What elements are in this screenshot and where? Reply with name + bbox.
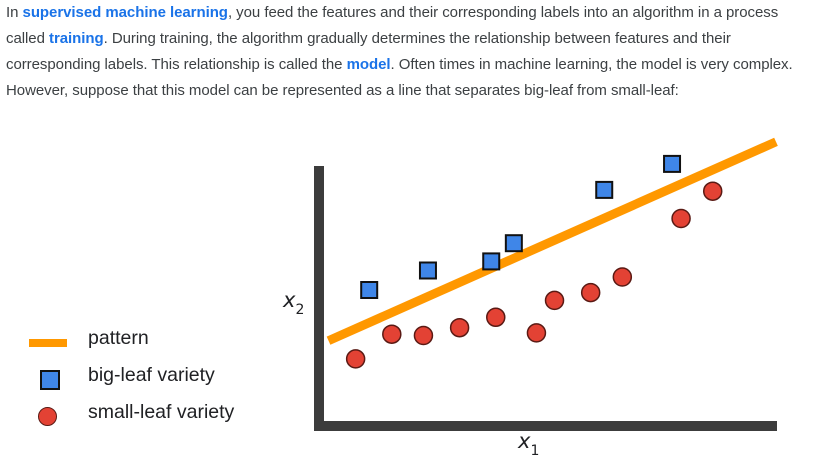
small-leaf-point-5: [486, 307, 506, 328]
red-circle-icon: [38, 407, 57, 426]
small-leaf-point-1: [345, 349, 366, 369]
chart-axes: [314, 166, 777, 431]
small-leaf-point-11: [702, 181, 723, 201]
small-leaf-point-6: [526, 323, 547, 343]
big-leaf-point-3: [482, 252, 501, 271]
y-axis-var: x: [282, 288, 296, 312]
legend-item-big-leaf: big-leaf variety: [26, 362, 306, 390]
pattern-line: [326, 137, 778, 345]
legend-item-pattern: pattern: [26, 325, 306, 353]
legend-label-small-leaf: small-leaf variety: [88, 401, 235, 423]
big-leaf-point-5: [595, 180, 614, 199]
small-leaf-point-10: [671, 208, 691, 229]
big-leaf-point-1: [360, 281, 379, 299]
small-leaf-point-9: [612, 267, 633, 287]
para-text-2: , you feed the features and their corres…: [6, 4, 779, 47]
chart-marks: [326, 137, 778, 369]
para-text-1: In: [6, 4, 23, 21]
legend-item-small-leaf: small-leaf variety: [26, 399, 306, 427]
small-leaf-point-7: [544, 290, 565, 311]
blue-square-icon: [40, 370, 60, 390]
legend-label-pattern: pattern: [88, 327, 149, 349]
pattern-line-icon: [29, 339, 67, 347]
legend-label-big-leaf: big-leaf variety: [88, 364, 215, 386]
x-axis-var: x: [517, 429, 531, 453]
small-leaf-point-2: [382, 324, 402, 344]
small-leaf-point-3: [413, 325, 434, 346]
x-axis-label: x1: [517, 429, 539, 459]
big-leaf-point-6: [663, 154, 682, 173]
x-axis-subscript: 1: [530, 443, 539, 459]
big-leaf-point-4: [504, 234, 523, 253]
intro-paragraph: In supervised machine learning, you feed…: [6, 0, 806, 104]
small-leaf-point-4: [449, 317, 470, 338]
para-text-3: . During training, the algorithm gradual…: [6, 30, 731, 73]
small-leaf-point-8: [580, 282, 601, 303]
keyword-supervised-learning: supervised machine learning: [22, 4, 228, 21]
keyword-training: training: [49, 30, 104, 47]
y-axis-subscript: 2: [295, 302, 304, 318]
para-text-4: . Often times in machine learning, the m…: [6, 56, 793, 99]
keyword-model: model: [346, 56, 391, 73]
y-axis-label: x2: [282, 288, 304, 318]
big-leaf-point-2: [418, 261, 437, 280]
x-axis-line: [314, 421, 777, 431]
y-axis-line: [314, 166, 324, 430]
